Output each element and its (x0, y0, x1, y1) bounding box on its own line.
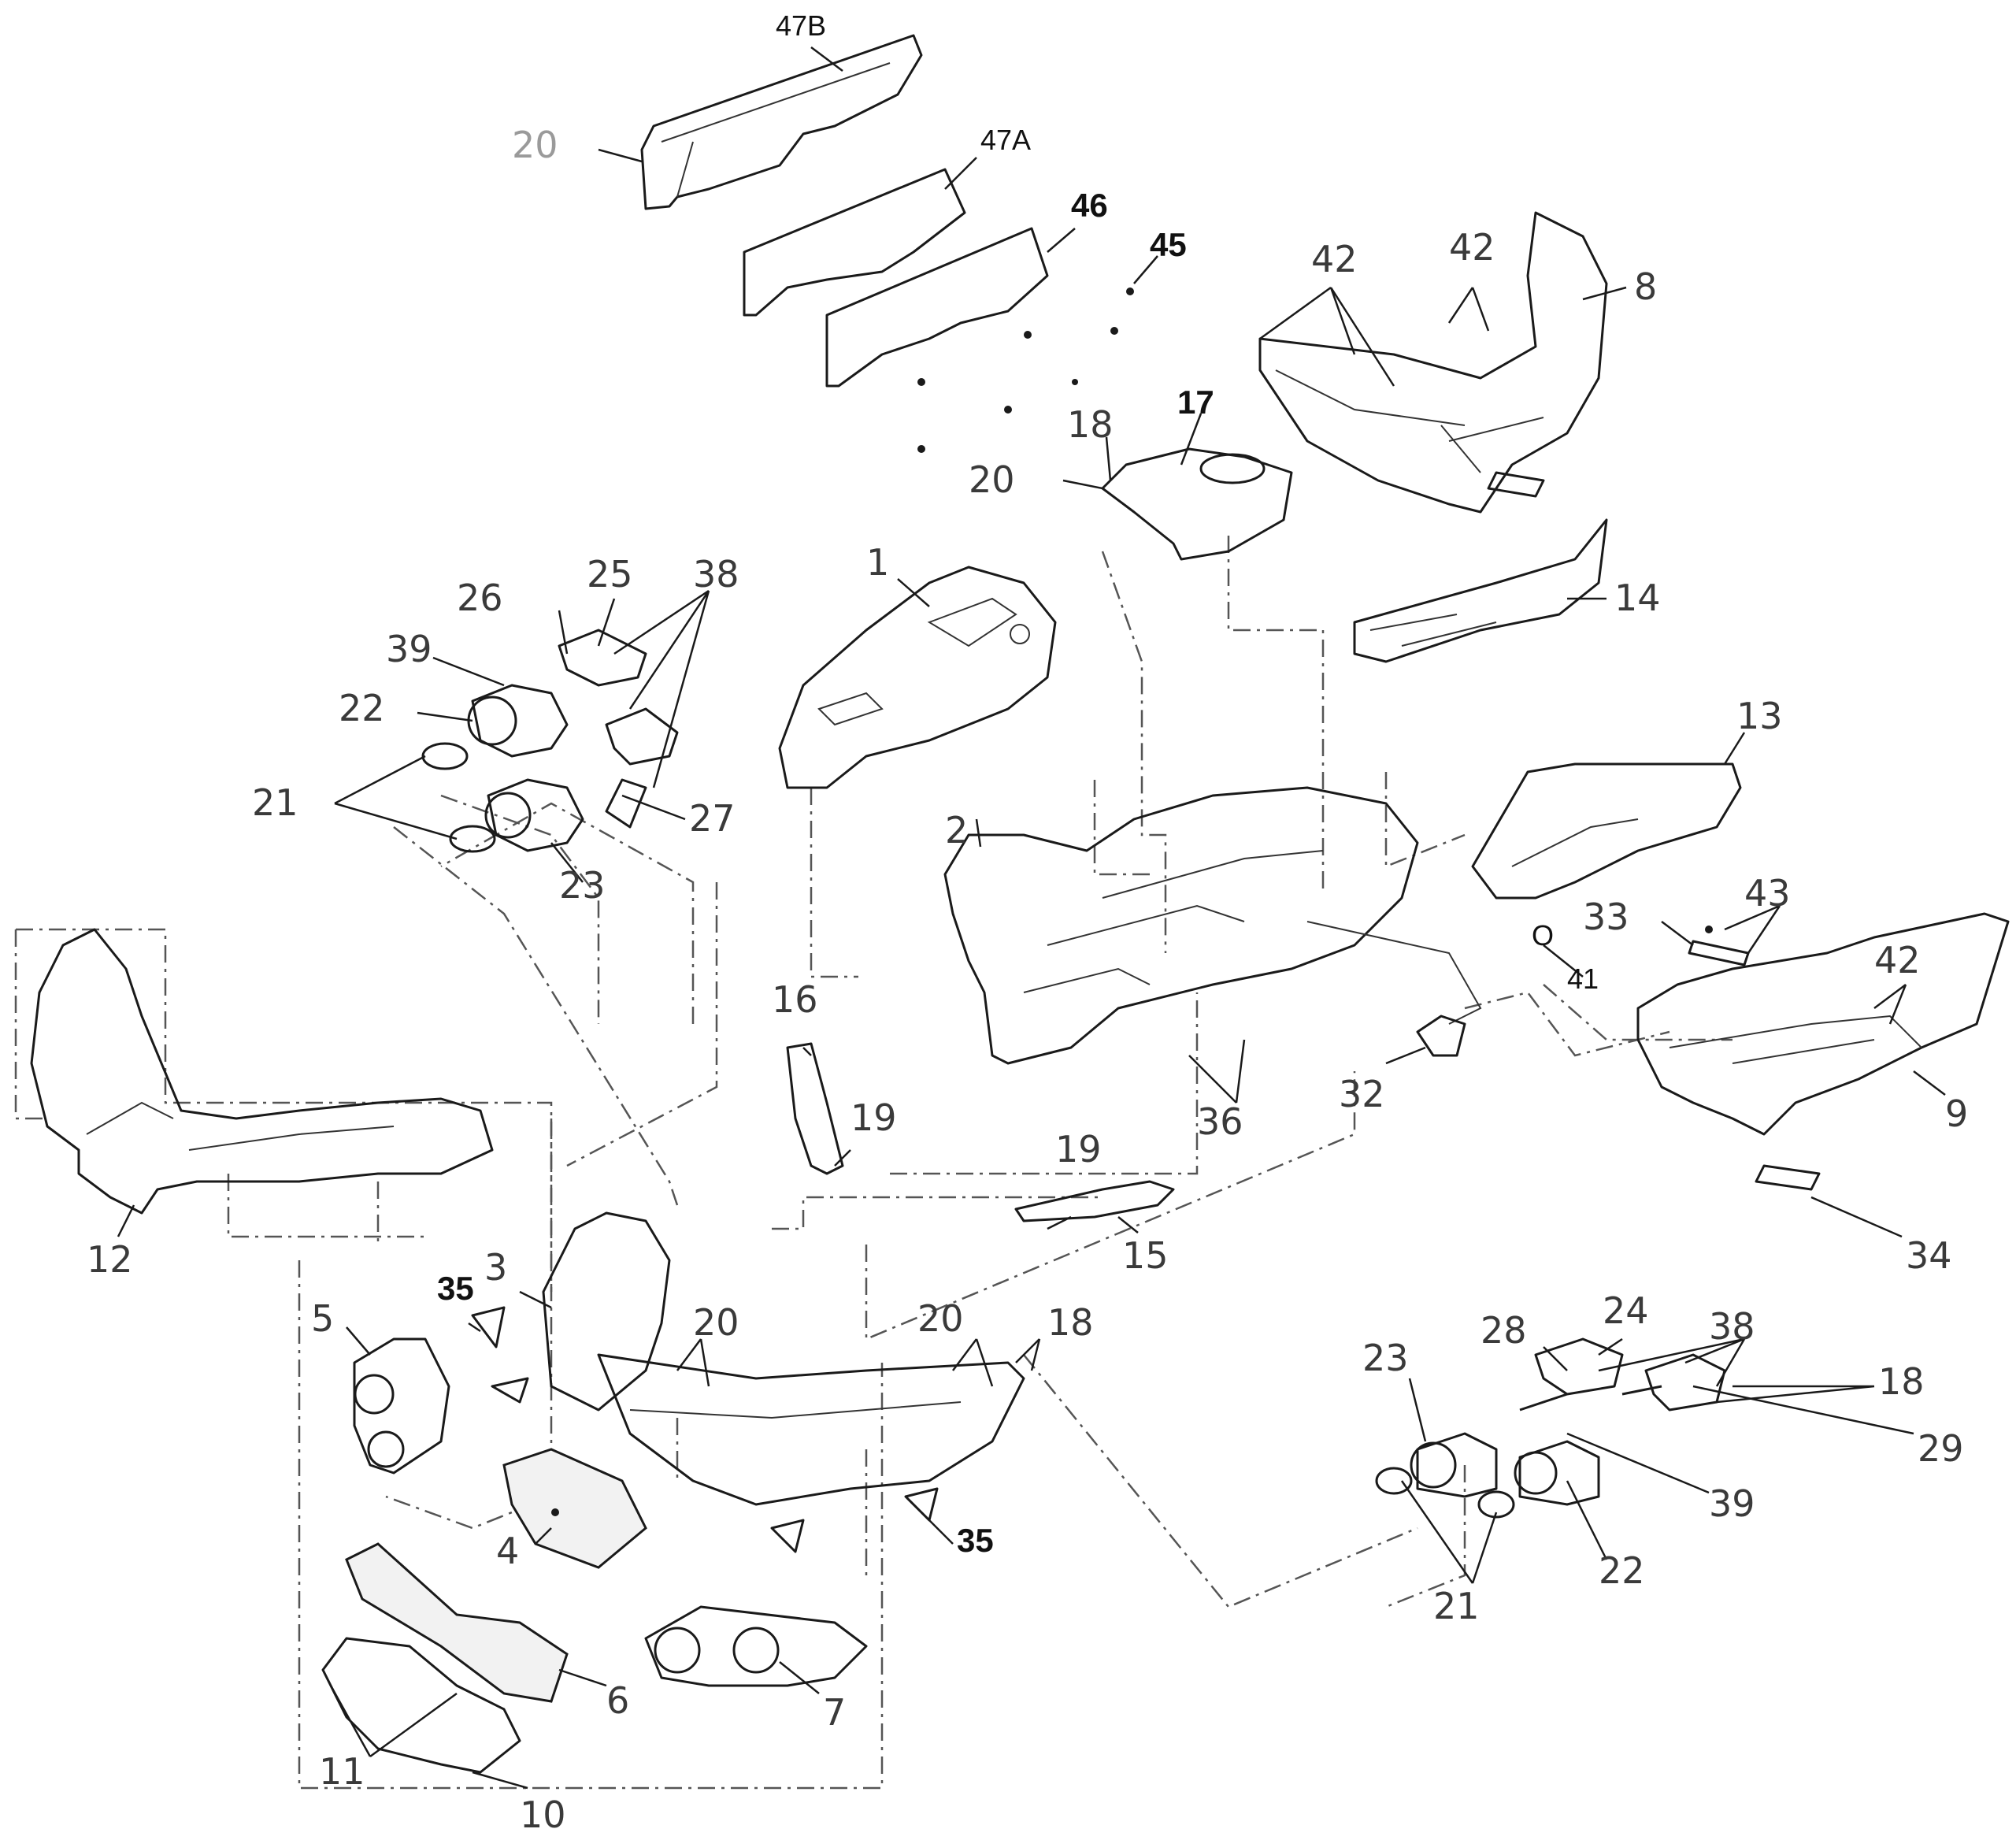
callout-9: 9 (1945, 1092, 1968, 1135)
callout-18-top: 18 (1067, 403, 1114, 446)
callout-33: 33 (1583, 896, 1629, 938)
part-front-lower-body (597, 1353, 1025, 1506)
callout-15: 15 (1122, 1234, 1169, 1277)
callout-5: 5 (311, 1297, 334, 1340)
part-4-reflector (502, 1448, 647, 1569)
callout-47a: 47A (980, 124, 1031, 156)
callout-8: 8 (1634, 265, 1657, 308)
callout-18-right: 18 (1878, 1360, 1925, 1403)
callout-21-top: 21 (252, 781, 298, 824)
screws (917, 288, 1134, 453)
callout-22-low: 22 (1599, 1549, 1645, 1592)
callout-23-low: 23 (1362, 1337, 1409, 1379)
callout-45: 45 (1150, 226, 1187, 263)
callout-20-low-a: 20 (693, 1301, 739, 1344)
callout-19-a: 19 (850, 1096, 897, 1139)
part-17-top-cover (1101, 447, 1293, 561)
callout-38-top: 38 (693, 553, 739, 595)
callout-29: 29 (1918, 1427, 1964, 1470)
callout-3: 3 (484, 1246, 507, 1289)
part-33-plate (1688, 926, 1750, 966)
callout-36: 36 (1197, 1100, 1243, 1143)
callout-14: 14 (1614, 577, 1661, 619)
part-13-side-panel (1471, 762, 1742, 900)
callout-35-low: 35 (957, 1522, 994, 1559)
part-6-grille (345, 1542, 569, 1703)
callout-12: 12 (87, 1238, 133, 1281)
callout-39-low: 39 (1709, 1482, 1755, 1525)
callout-38-low: 38 (1709, 1305, 1755, 1348)
part-46-panel (825, 227, 1049, 388)
callout-1: 1 (866, 541, 889, 584)
part-35-clips (471, 1306, 939, 1553)
part-5-headlight (353, 1337, 450, 1475)
callout-20-mid: 20 (969, 458, 1015, 501)
callout-42-a: 42 (1311, 238, 1358, 280)
callout-20-top: 20 (512, 124, 558, 166)
callout-16: 16 (772, 978, 818, 1021)
part-3-front-frame (542, 1211, 671, 1412)
callout-41-ring: O (1532, 919, 1554, 952)
lower-lamp-assembly (1375, 1337, 1726, 1519)
leader-lines (117, 46, 1946, 1790)
part-16-bracket (786, 1042, 844, 1175)
part-14-bracket (1353, 518, 1608, 663)
callout-6: 6 (606, 1679, 629, 1722)
callout-2: 2 (945, 809, 968, 851)
callout-26: 26 (457, 577, 503, 619)
part-7-fog-lamps (644, 1605, 868, 1687)
callout-34: 34 (1906, 1234, 1952, 1277)
part-47b-shield (640, 34, 923, 210)
upper-lamp-assembly (421, 629, 679, 853)
callout-11: 11 (319, 1750, 365, 1793)
callout-19-b: 19 (1055, 1128, 1102, 1170)
part-9-floor-fender (1636, 912, 2010, 1191)
callout-35-top: 35 (437, 1270, 474, 1307)
callout-7: 7 (823, 1691, 846, 1734)
callout-17: 17 (1177, 384, 1214, 421)
part-32-bracket (1416, 1015, 1466, 1057)
callout-28: 28 (1480, 1309, 1527, 1352)
callout-4: 4 (496, 1530, 519, 1572)
part-2-main-body (943, 786, 1482, 1065)
callout-46: 46 (1071, 187, 1108, 224)
callout-41: 41 (1567, 963, 1599, 995)
callout-22-top: 22 (339, 687, 385, 729)
part-15-trim-strip (1014, 1180, 1175, 1222)
callout-42-b: 42 (1449, 226, 1495, 269)
callout-27: 27 (689, 797, 736, 840)
callout-24: 24 (1603, 1289, 1649, 1332)
callout-43: 43 (1744, 872, 1791, 914)
callout-39-top: 39 (386, 628, 432, 670)
assembly-guide-lines (14, 536, 1732, 1790)
part-12-seat (30, 928, 494, 1215)
callout-47b: 47B (776, 9, 826, 42)
part-10-lower-guard (321, 1637, 521, 1774)
callout-25: 25 (587, 553, 633, 595)
callout-10: 10 (520, 1794, 566, 1836)
callout-18-low: 18 (1047, 1301, 1094, 1344)
part-1-front-cowl (778, 566, 1057, 789)
callout-32: 32 (1339, 1073, 1385, 1115)
callout-21-low: 21 (1433, 1585, 1480, 1627)
callout-13: 13 (1736, 695, 1783, 737)
callout-labels: 47B 20 47A 46 45 42 42 8 17 18 20 1 14 2… (87, 9, 1968, 1836)
callout-23-top: 23 (559, 864, 606, 907)
part-47a-panel (743, 168, 966, 317)
callout-42-c: 42 (1874, 939, 1921, 981)
callout-20-low-b: 20 (917, 1297, 964, 1340)
part-8-rear-fender (1258, 211, 1608, 514)
